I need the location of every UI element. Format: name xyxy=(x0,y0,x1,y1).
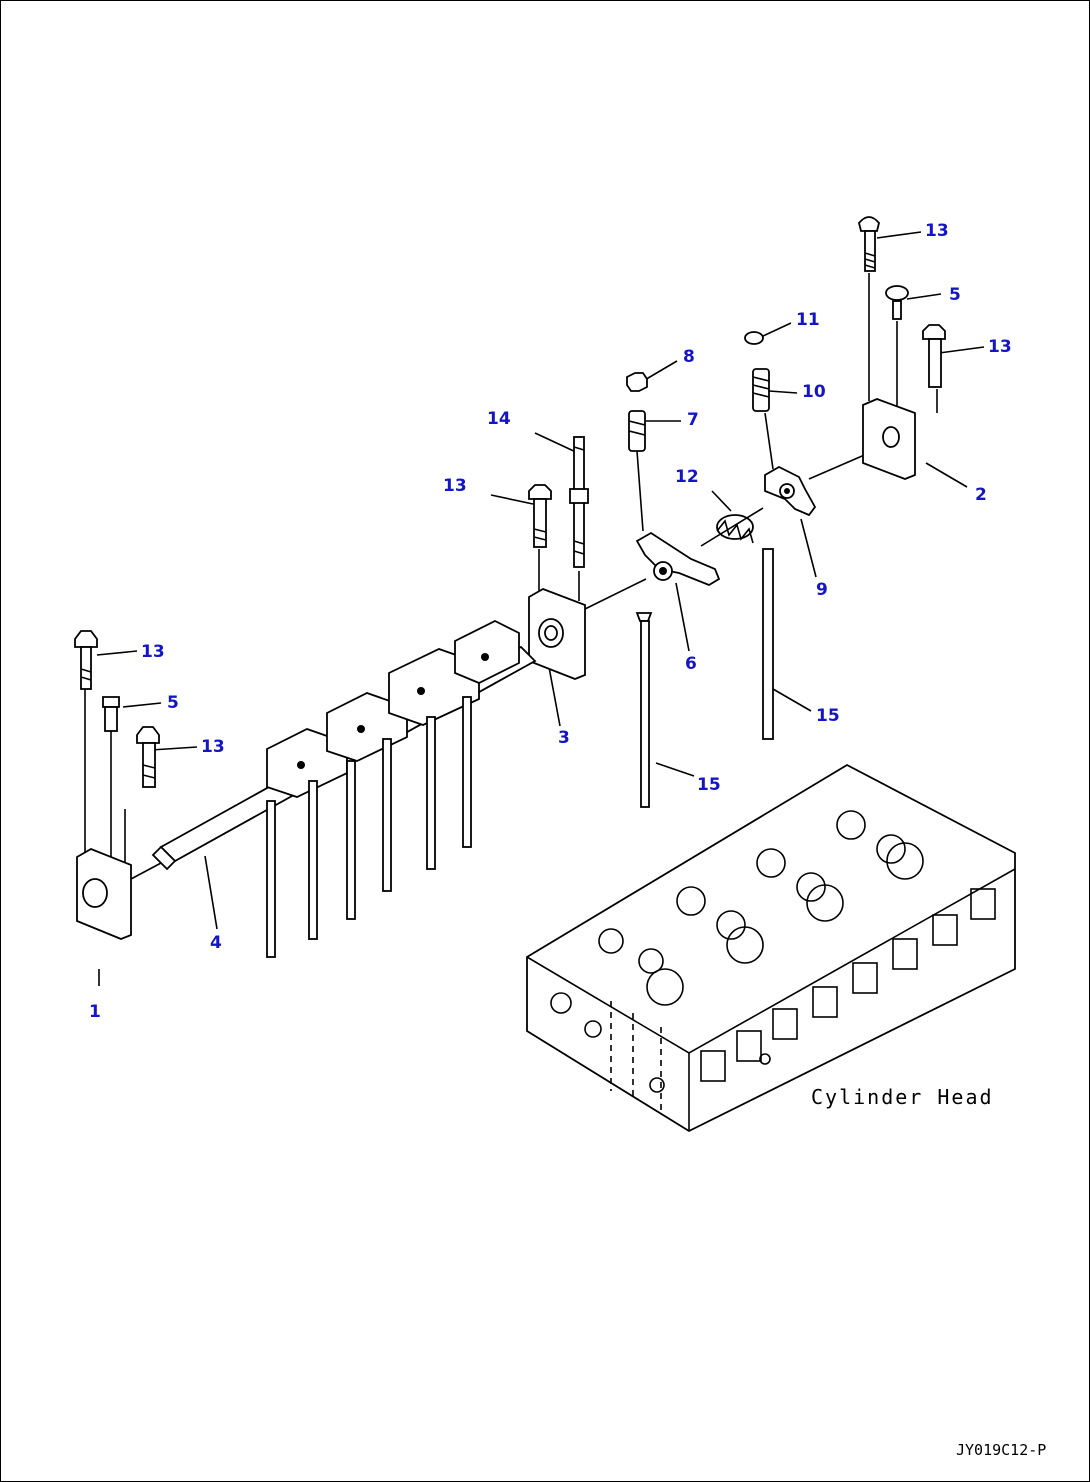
callout-15-right: 15 xyxy=(816,706,840,726)
callout-10: 10 xyxy=(802,382,826,402)
callout-13-center: 13 xyxy=(443,476,467,496)
part-11-cap xyxy=(744,331,764,345)
part-5-pin-left xyxy=(102,696,120,732)
part-13-bolt-left-lower xyxy=(136,726,160,788)
part-3-bracket xyxy=(528,588,586,680)
part-5-clip-upper-right xyxy=(885,285,909,320)
part-8-cap xyxy=(626,372,648,392)
push-rods-assembled xyxy=(266,696,472,958)
cylinder-head-ports xyxy=(700,888,996,1082)
figure-id: JY019C12-P xyxy=(956,1441,1047,1459)
callout-13-upper-right: 13 xyxy=(925,221,949,241)
leader-lines xyxy=(84,231,985,986)
callout-2: 2 xyxy=(975,485,987,505)
callout-12: 12 xyxy=(675,467,699,487)
callout-13-right: 13 xyxy=(988,337,1012,357)
callout-3: 3 xyxy=(558,728,570,748)
rocker-arm-assembly xyxy=(266,619,520,798)
cylinder-head-caption: Cylinder Head xyxy=(811,1085,994,1109)
callout-13-left-lower: 13 xyxy=(201,737,225,757)
part-7-adjusting-screw xyxy=(628,410,646,452)
callout-4: 4 xyxy=(210,933,222,953)
part-15-push-rod-right xyxy=(762,548,774,740)
callout-9: 9 xyxy=(816,580,828,600)
callout-15-center: 15 xyxy=(697,775,721,795)
part-9-rocker-arm xyxy=(764,465,817,517)
part-12-spring xyxy=(716,514,754,544)
cylinder-head xyxy=(526,763,1016,1133)
part-13-bolt-right xyxy=(922,324,946,388)
part-1-bracket xyxy=(76,848,132,940)
part-13-bolt-center xyxy=(528,484,552,548)
cylinder-head-dashed-lines xyxy=(610,1001,662,1113)
part-13-bolt-upper-right xyxy=(858,216,880,272)
callout-11: 11 xyxy=(796,310,820,330)
part-2-bracket xyxy=(862,398,916,480)
callout-6: 6 xyxy=(685,654,697,674)
callout-5-left: 5 xyxy=(167,693,179,713)
callout-14: 14 xyxy=(487,409,511,429)
part-13-bolt-left-top xyxy=(74,630,98,690)
cylinder-head-valve-seats xyxy=(550,810,924,1093)
callout-7: 7 xyxy=(687,410,699,430)
callout-8: 8 xyxy=(683,347,695,367)
part-14-stud xyxy=(569,436,589,568)
callout-1: 1 xyxy=(89,1002,101,1022)
part-10-adjusting-screw xyxy=(752,368,770,412)
part-15-push-rod-center xyxy=(635,612,653,808)
callout-13-left-top: 13 xyxy=(141,642,165,662)
callout-5-upper-right: 5 xyxy=(949,285,961,305)
part-6-rocker-arm xyxy=(635,531,721,587)
